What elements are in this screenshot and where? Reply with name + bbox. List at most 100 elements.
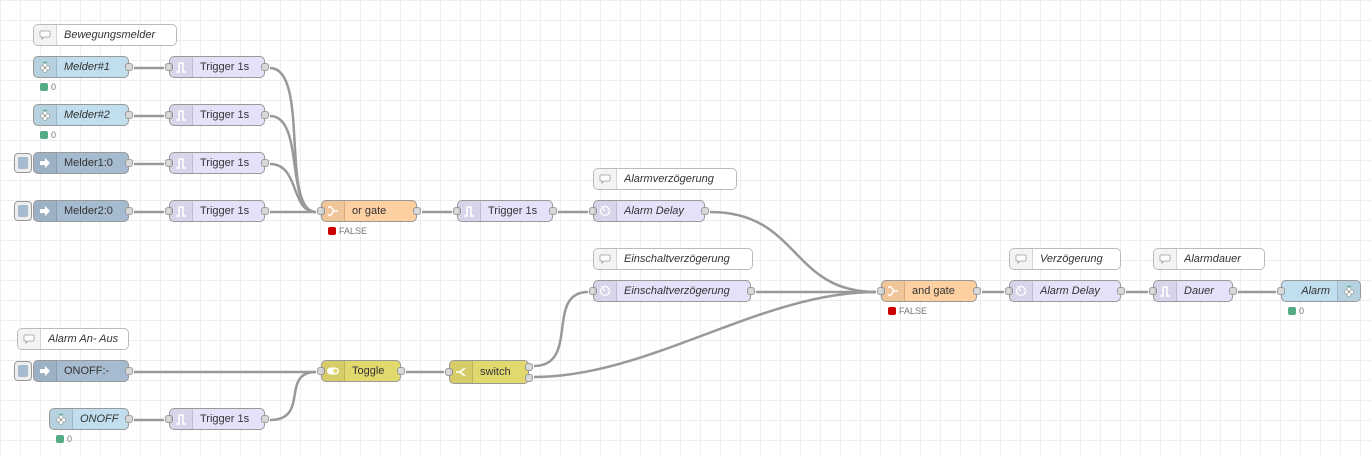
input-port[interactable] <box>1277 287 1285 295</box>
input-port[interactable] <box>453 207 461 215</box>
output-port[interactable] <box>261 415 269 423</box>
trigger-node-dauer[interactable]: Dauer <box>1149 280 1237 302</box>
input-port[interactable] <box>165 415 173 423</box>
delay-node-einschaltverzoegerung[interactable]: Einschaltverzögerung <box>589 280 755 302</box>
raspberry-pi-icon <box>50 409 73 429</box>
switch-node[interactable]: switch <box>445 360 533 384</box>
output-port[interactable] <box>261 207 269 215</box>
logic-gate-icon <box>882 281 905 301</box>
comment-label: Alarmdauer <box>1184 253 1241 265</box>
output-port[interactable] <box>1229 287 1237 295</box>
status-dot <box>40 131 48 139</box>
trigger-node-main[interactable]: Trigger 1s <box>453 200 557 222</box>
toggle-node[interactable]: Toggle <box>317 360 405 382</box>
trigger-pulse-icon <box>1154 281 1177 301</box>
trigger-node-4[interactable]: Trigger 1s <box>165 200 269 222</box>
logic-gate-icon <box>322 201 345 221</box>
rpi-input-melder2[interactable]: Melder#2 <box>33 104 133 126</box>
input-port[interactable] <box>589 207 597 215</box>
toggle-icon <box>322 361 345 381</box>
output-port[interactable] <box>125 63 133 71</box>
rpi-input-melder1[interactable]: Melder#1 <box>33 56 133 78</box>
node-label: Trigger 1s <box>200 157 250 169</box>
output-port[interactable] <box>261 63 269 71</box>
output-port[interactable] <box>1117 287 1125 295</box>
comment-verzoegerung[interactable]: Verzögerung <box>1009 248 1121 270</box>
output-port[interactable] <box>701 207 709 215</box>
output-port[interactable] <box>261 111 269 119</box>
speech-bubble-icon <box>34 25 57 45</box>
node-label: Alarm Delay <box>624 205 684 217</box>
wire <box>269 370 317 422</box>
input-port[interactable] <box>165 159 173 167</box>
status-text: 0 <box>67 434 73 444</box>
trigger-node-3[interactable]: Trigger 1s <box>165 152 269 174</box>
comment-bewegungsmelder[interactable]: Bewegungsmelder <box>33 24 177 46</box>
arrow-right-icon <box>34 201 57 221</box>
node-label: Alarm <box>1301 285 1330 297</box>
inject-melder1-0[interactable]: Melder1:0 <box>14 152 133 174</box>
inject-button[interactable] <box>14 153 32 173</box>
speech-bubble-icon <box>594 249 617 269</box>
comment-alarm-an-aus[interactable]: Alarm An- Aus <box>17 328 129 350</box>
input-port[interactable] <box>317 207 325 215</box>
delay-node-alarm-delay-1[interactable]: Alarm Delay <box>589 200 709 222</box>
inject-button[interactable] <box>14 361 32 381</box>
comment-label: Einschaltverzögerung <box>624 253 730 265</box>
status-or-gate: FALSE <box>328 226 367 236</box>
trigger-pulse-icon <box>170 57 193 77</box>
node-label: and gate <box>912 285 955 297</box>
input-port[interactable] <box>317 367 325 375</box>
raspberry-pi-icon <box>1337 281 1360 301</box>
comment-label: Verzögerung <box>1040 253 1103 265</box>
output-port[interactable] <box>397 367 405 375</box>
comment-label: Bewegungsmelder <box>64 29 156 41</box>
output-port[interactable] <box>125 367 133 375</box>
status-melder2: 0 <box>40 130 56 140</box>
input-port[interactable] <box>877 287 885 295</box>
delay-node-alarm-delay-2[interactable]: Alarm Delay <box>1005 280 1125 302</box>
inject-button[interactable] <box>14 201 32 221</box>
output-port[interactable] <box>125 159 133 167</box>
output-port[interactable] <box>973 287 981 295</box>
status-dot <box>56 435 64 443</box>
trigger-node-2[interactable]: Trigger 1s <box>165 104 269 126</box>
node-label: ONOFF <box>80 413 119 425</box>
output-port[interactable] <box>125 207 133 215</box>
inject-melder2-0[interactable]: Melder2:0 <box>14 200 133 222</box>
inject-onoff[interactable]: ONOFF:- <box>14 360 133 382</box>
status-text: 0 <box>1299 306 1305 316</box>
status-onoff: 0 <box>56 434 72 444</box>
comment-alarmdauer[interactable]: Alarmdauer <box>1153 248 1265 270</box>
rpi-input-onoff[interactable]: ONOFF <box>49 408 133 430</box>
output-port[interactable] <box>261 159 269 167</box>
input-port[interactable] <box>1149 287 1157 295</box>
output-port[interactable] <box>125 111 133 119</box>
output-port-1[interactable] <box>525 363 533 371</box>
node-label: Trigger 1s <box>488 205 538 217</box>
input-port[interactable] <box>589 287 597 295</box>
output-port[interactable] <box>747 287 755 295</box>
comment-einschaltverzoegerung[interactable]: Einschaltverzögerung <box>593 248 753 270</box>
comment-alarmverzoegerung[interactable]: Alarmverzögerung <box>593 168 737 190</box>
input-port[interactable] <box>165 207 173 215</box>
trigger-node-onoff[interactable]: Trigger 1s <box>165 408 269 430</box>
node-label: Melder#2 <box>64 109 110 121</box>
timer-icon <box>594 201 617 221</box>
output-port-2[interactable] <box>525 374 533 382</box>
node-label: Dauer <box>1184 285 1214 297</box>
and-gate-node[interactable]: and gate <box>877 280 981 302</box>
trigger-node-1[interactable]: Trigger 1s <box>165 56 269 78</box>
output-port[interactable] <box>549 207 557 215</box>
input-port[interactable] <box>1005 287 1013 295</box>
switch-icon <box>450 361 473 383</box>
output-port[interactable] <box>125 415 133 423</box>
output-port[interactable] <box>413 207 421 215</box>
or-gate-node[interactable]: or gate <box>317 200 421 222</box>
input-port[interactable] <box>445 368 453 376</box>
wire <box>269 162 317 214</box>
rpi-output-alarm[interactable]: Alarm <box>1277 280 1361 302</box>
input-port[interactable] <box>165 63 173 71</box>
input-port[interactable] <box>165 111 173 119</box>
